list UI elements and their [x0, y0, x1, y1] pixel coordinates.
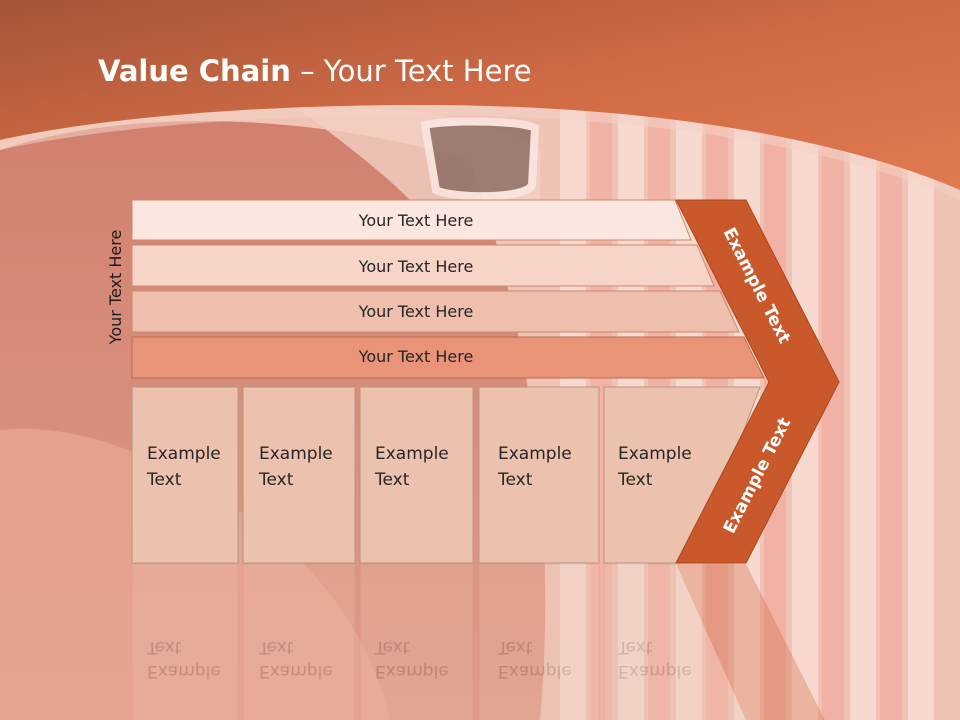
activity-box-2 [242, 386, 356, 564]
reflection-box [131, 563, 239, 720]
title-rest-part: – Your Text Here [290, 54, 532, 88]
reflection-text: Example [259, 661, 333, 681]
box-5-line-1: Example [618, 444, 692, 464]
activity-box-1 [131, 386, 239, 564]
box-2-line-1: Example [259, 444, 333, 464]
reflection-text: Example [147, 661, 221, 681]
reflection: Example Text Example Text Example Text E… [131, 563, 825, 720]
box-1-line-2: Text [146, 470, 182, 490]
box-4-line-1: Example [498, 444, 572, 464]
box-3-line-1: Example [375, 444, 449, 464]
band-label-1: Your Text Here [358, 211, 474, 230]
reflection-box [359, 563, 474, 720]
reflection-text: Text [617, 637, 653, 657]
slide-title: Value Chain – Your Text Here [98, 54, 532, 88]
box-4-line-2: Text [497, 470, 533, 490]
reflection-text: Example [498, 661, 572, 681]
band-label-3: Your Text Here [358, 302, 474, 321]
reflection-text: Text [374, 637, 410, 657]
reflection-box [242, 563, 356, 720]
box-2-line-2: Text [258, 470, 294, 490]
margin-chevron [675, 199, 840, 564]
box-5-line-2: Text [617, 470, 653, 490]
box-1-line-1: Example [147, 444, 221, 464]
reflection-chevron [676, 564, 825, 720]
activity-box-3 [359, 386, 474, 564]
reflection-text: Text [146, 637, 182, 657]
reflection-text: Text [258, 637, 294, 657]
reflection-text: Example [375, 661, 449, 681]
reflection-text: Text [497, 637, 533, 657]
band-label-4: Your Text Here [358, 347, 474, 366]
band-shape-4 [131, 336, 765, 379]
band-label-2: Your Text Here [358, 257, 474, 276]
reflection-box [478, 563, 600, 720]
activity-box-4 [478, 386, 600, 564]
band-shape-2 [131, 244, 715, 287]
reflection-text: Example [618, 661, 692, 681]
band-shape-3 [131, 290, 740, 333]
band-shape-1 [131, 199, 692, 241]
title-bold-part: Value Chain [98, 54, 291, 88]
reflection-box [603, 563, 754, 720]
box-3-line-2: Text [374, 470, 410, 490]
